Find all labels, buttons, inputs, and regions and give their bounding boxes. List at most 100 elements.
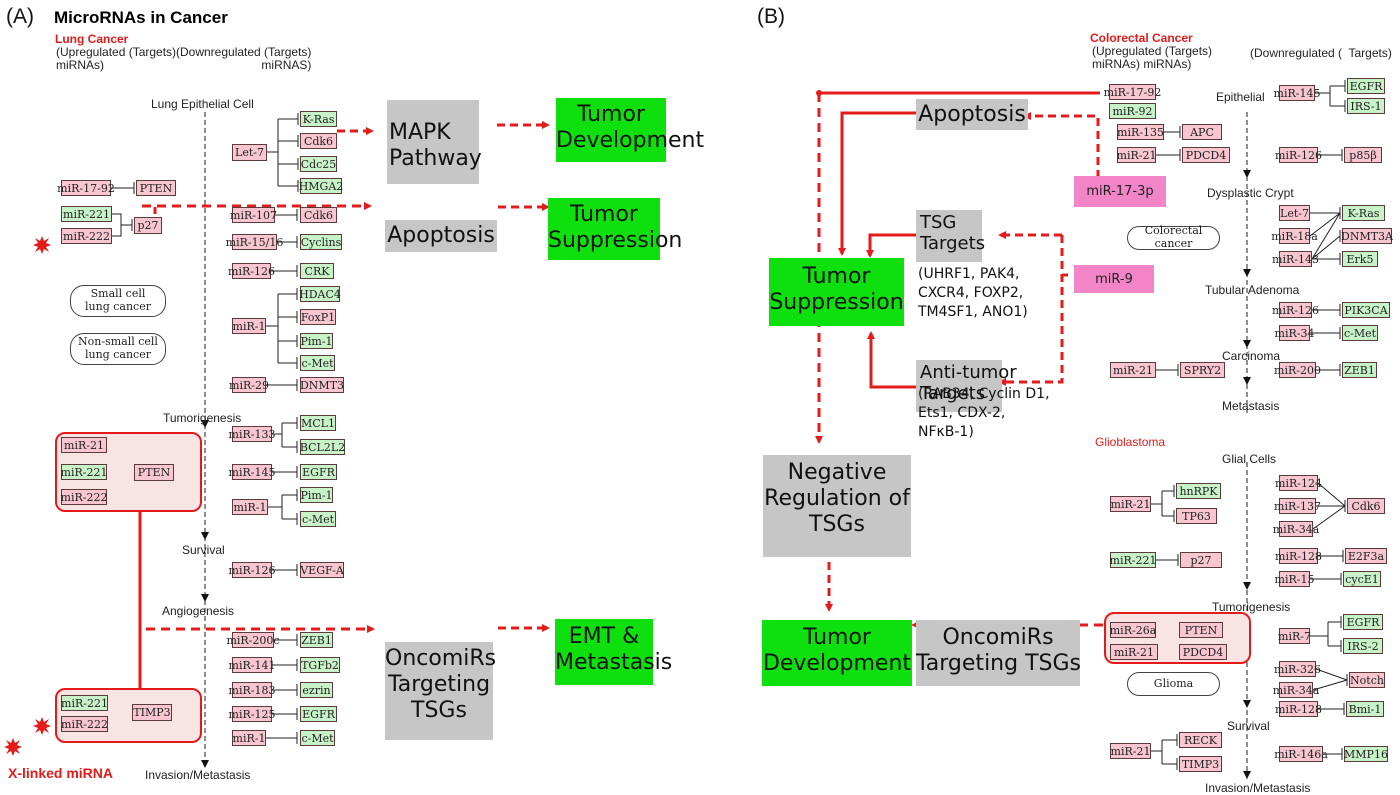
mirna-box: miR-18a: [1271, 228, 1318, 244]
target-box: TIMP3: [1179, 756, 1222, 772]
tsg-target-list: (UHRF1, PAK4, CXCR4, FOXP2, TM4SF1, ANO1…: [918, 266, 1028, 320]
mirna-box: miR-17-92: [1103, 84, 1162, 100]
target-box: Cdk6: [1347, 498, 1385, 514]
mirna-box: miR-200: [1274, 362, 1321, 378]
tsg-targets-block: TSG Targets: [916, 210, 985, 262]
colorectal-cancer-title: Colorectal Cancer: [1090, 31, 1193, 45]
target-box: EGFR: [1347, 78, 1385, 94]
mirna-box: miR-145: [228, 464, 276, 480]
mirna-box: miR-125: [228, 706, 276, 722]
non-small-cell-lung-cancer-oval: Non-small cell lung cancer: [70, 333, 166, 365]
anti-tumor-target-list: (RAB34, Cyclin D1, Ets1, CDX-2, NFκB-1): [918, 386, 1050, 440]
mirna-box: miR-135: [1117, 124, 1164, 140]
glioma-oval: Glioma: [1127, 672, 1220, 696]
mirna-box: miR-7: [1278, 628, 1311, 644]
target-box: Cdc25: [300, 156, 337, 172]
emt-metastasis-block: EMT & Metastasis: [555, 619, 672, 685]
target-box: Bmi-1: [1346, 701, 1384, 717]
mirna-box: miR-141: [228, 657, 276, 673]
target-box: Cdk6: [300, 207, 337, 223]
target-box: Pim-1: [300, 487, 333, 503]
target-box: K-Ras: [1342, 205, 1385, 221]
stage-dysplastic-crypt: Dysplastic Crypt: [1207, 186, 1294, 200]
mirna-box: miR-128: [1275, 548, 1322, 564]
mirna-box: miR-21: [1110, 496, 1151, 512]
panel-a-label: (A): [6, 5, 34, 28]
mirna-box: miR-1: [232, 730, 266, 746]
target-box: DNMT3A: [1341, 228, 1393, 244]
target-box: IRS-1: [1347, 98, 1385, 114]
target-box: EGFR: [300, 706, 337, 722]
oncomirs-block-a: OncomiRs Targeting TSGs: [385, 642, 496, 740]
stage-tubular-adenoma: Tubular Adenoma: [1205, 283, 1300, 297]
lung-cancer-title: Lung Cancer: [55, 32, 129, 46]
target-box: Pim-1: [300, 333, 333, 349]
target-box: EGFR: [1343, 614, 1383, 630]
target-box: PTEN: [134, 464, 174, 481]
mirna-box: miR-126: [228, 562, 276, 578]
oncomirs-block-b: OncomiRs Targeting TSGs: [916, 620, 1081, 686]
target-box: TGFb2: [300, 657, 340, 673]
colorectal-cancer-oval: Colorectal cancer: [1127, 225, 1220, 250]
tumor-suppression-block-b: Tumor Suppression: [769, 258, 904, 326]
mirna-box: miR-17-92: [57, 180, 115, 196]
glioblastoma-title: Glioblastoma: [1095, 435, 1166, 449]
x-linked-legend: X-linked miRNA: [8, 765, 114, 781]
header-upregulated: (Upregulated (Targets) miRNAs): [56, 45, 177, 73]
stage-epithelial: Epithelial: [1216, 90, 1265, 104]
mirna-box: miR-126: [228, 263, 275, 279]
stage-carcinoma: Carcinoma: [1222, 349, 1281, 363]
mirna-box: miR-221: [61, 206, 112, 222]
mirna-box: miR-137: [1274, 498, 1321, 514]
mirna-box: miR-15/16: [225, 234, 284, 250]
target-box: hnRPK: [1176, 483, 1221, 499]
mirna-box: miR-126: [1272, 302, 1319, 318]
target-box: c-Met: [300, 511, 336, 527]
stage-survival-b: Survival: [1227, 719, 1270, 733]
target-box: c-Met: [1342, 325, 1378, 341]
mirna-box: miR-183: [228, 682, 276, 698]
target-box: IRS-2: [1343, 638, 1383, 654]
header-downregulated-b: (Downregulated ( Targets): [1250, 46, 1392, 60]
mirna-box: miR-145: [1273, 85, 1321, 101]
figure-title: MicroRNAs in Cancer: [54, 8, 228, 27]
mirna-box: miR-21: [1116, 147, 1157, 163]
apoptosis-block-b: Apoptosis: [916, 99, 1028, 130]
mirna-box: miR-222: [61, 228, 112, 244]
mirna-box: miR-200c: [226, 632, 280, 648]
target-box: VEGF-A: [300, 562, 344, 578]
stage-invasion-metastasis-b: Invasion/Metastasis: [1205, 781, 1311, 795]
stage-glial-cells: Glial Cells: [1222, 452, 1277, 466]
target-box: DNMT3: [299, 377, 345, 393]
target-box: Notch: [1349, 672, 1385, 688]
mirna-box: miR-143: [1272, 251, 1319, 267]
stage-angiogenesis: Angiogenesis: [162, 604, 235, 618]
target-box: PDCD4: [1182, 147, 1230, 163]
stage-tumorigenesis-b: Tumorigenesis: [1212, 600, 1291, 614]
target-box: PIK3CA: [1342, 302, 1390, 318]
target-box: PTEN: [136, 180, 176, 196]
mirna-box: miR-34: [1274, 325, 1315, 341]
stage-survival: Survival: [182, 543, 225, 557]
target-box: p27: [1180, 552, 1222, 568]
stage-tumorigenesis: Tumorigenesis: [163, 411, 242, 425]
target-box: BCL2L2: [299, 439, 346, 455]
mirna-box: miR-222: [60, 489, 108, 505]
mirna-box: miR-15: [1274, 571, 1315, 587]
mirna-box: miR-21: [1110, 743, 1151, 759]
anti-tumor-targets-block: Anti-tumor Targets: [916, 360, 1017, 412]
mirna-box: miR-326: [1274, 661, 1321, 677]
mirna-box: miR-146a: [1274, 746, 1328, 762]
mirna-box: miR-107: [230, 207, 277, 223]
mirna-box: miR-21: [1110, 644, 1158, 660]
target-box: p85β: [1344, 147, 1382, 163]
header-downregulated: (Downregulated (Targets) miRNAS): [176, 45, 312, 73]
target-box: c-Met: [300, 730, 335, 746]
target-box: cycE1: [1343, 571, 1381, 587]
header-upregulated-b: (Upregulated (Targets) miRNAs) miRNAs): [1092, 44, 1213, 72]
target-box: E2F3a: [1345, 548, 1387, 564]
mirna-box: miR-133: [228, 426, 276, 442]
target-box: HDAC4: [299, 286, 341, 302]
target-box: FoxP1: [300, 309, 336, 325]
